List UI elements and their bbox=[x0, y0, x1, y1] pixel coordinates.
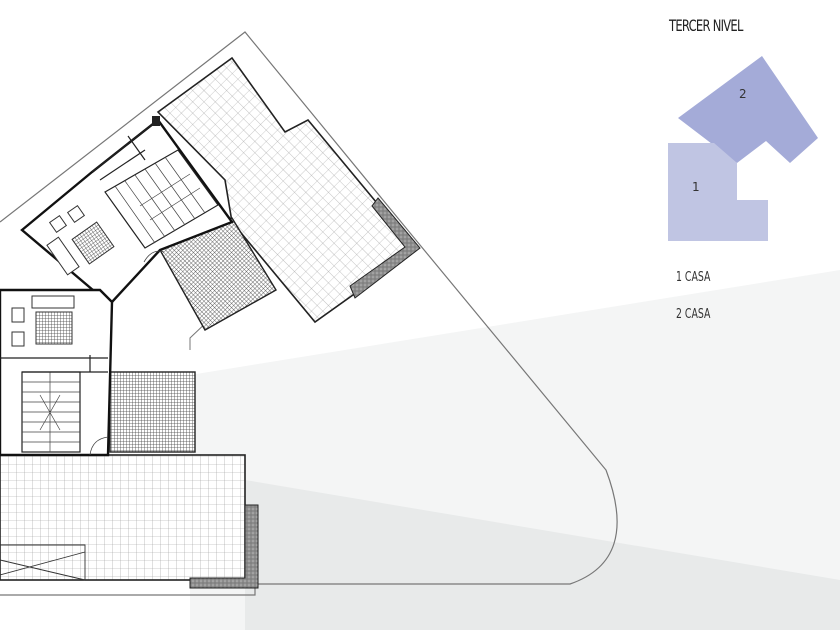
ground-band-lower bbox=[245, 480, 840, 630]
lower-terrace bbox=[0, 454, 246, 581]
lower-dense-terrace bbox=[109, 371, 196, 453]
lower-living-rug bbox=[35, 311, 73, 345]
legend-item-casa-2: 2 CASA bbox=[676, 307, 711, 322]
upper-chair-a bbox=[66, 204, 86, 224]
upper-living-rug bbox=[71, 221, 115, 265]
key-plan-label-2: 2 bbox=[739, 87, 747, 101]
upper-stair-steps bbox=[114, 156, 206, 244]
upper-unit bbox=[20, 56, 421, 331]
key-plan-unit-1 bbox=[668, 143, 768, 241]
upper-column bbox=[152, 116, 160, 126]
lower-stair-steps bbox=[22, 372, 80, 452]
key-plan: 2 1 bbox=[668, 56, 818, 241]
lower-ramp bbox=[0, 544, 86, 581]
legend-title: TERCER NIVEL bbox=[669, 16, 743, 35]
key-plan-label-1: 1 bbox=[692, 180, 700, 194]
lower-partition bbox=[0, 355, 108, 373]
upper-chair-b bbox=[48, 214, 68, 234]
site-boundary bbox=[0, 31, 618, 596]
upper-door-arc bbox=[143, 250, 165, 263]
lower-door-arc bbox=[89, 436, 109, 456]
lower-unit bbox=[0, 288, 259, 589]
lower-chair-a bbox=[11, 307, 25, 323]
legend-item-casa-1: 1 CASA bbox=[676, 270, 711, 285]
upper-partition bbox=[91, 119, 159, 181]
upper-sofa bbox=[46, 236, 80, 276]
lower-planter bbox=[189, 504, 259, 589]
upper-planter bbox=[349, 197, 421, 299]
lower-chair-b bbox=[11, 331, 25, 347]
lower-sofa bbox=[31, 295, 75, 309]
key-plan-unit-2 bbox=[678, 56, 818, 163]
